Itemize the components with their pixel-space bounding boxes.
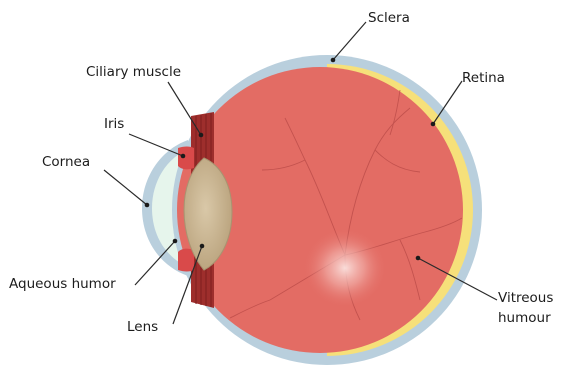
- iris-leader: [129, 134, 183, 156]
- iris-lower: [178, 249, 194, 272]
- ciliary-muscle-label: Ciliary muscle: [86, 64, 181, 80]
- sclera-leader: [333, 22, 366, 60]
- ciliary-muscle-dot: [199, 133, 204, 138]
- vitreous-label-line2: humour: [498, 310, 551, 326]
- sclera-dot: [331, 58, 336, 63]
- retina-label: Retina: [462, 70, 505, 86]
- sclera-label: Sclera: [368, 10, 410, 26]
- retina-dot: [431, 122, 436, 127]
- lens-label: Lens: [127, 319, 158, 335]
- aqueous-humor-dot: [173, 239, 178, 244]
- fovea-highlight: [303, 228, 387, 308]
- iris-upper: [178, 147, 194, 170]
- lens-dot: [200, 244, 205, 249]
- cornea-leader: [104, 170, 147, 205]
- cornea-label: Cornea: [42, 154, 90, 170]
- aqueous-humor-label: Aqueous humor: [9, 276, 116, 292]
- vitreous-humour-dot: [416, 256, 421, 261]
- vitreous-label-line1: Vitreous: [498, 290, 553, 306]
- iris-dot: [181, 154, 186, 159]
- ciliary-muscle-leader: [168, 82, 201, 135]
- cornea-dot: [145, 203, 150, 208]
- iris-label: Iris: [104, 116, 124, 132]
